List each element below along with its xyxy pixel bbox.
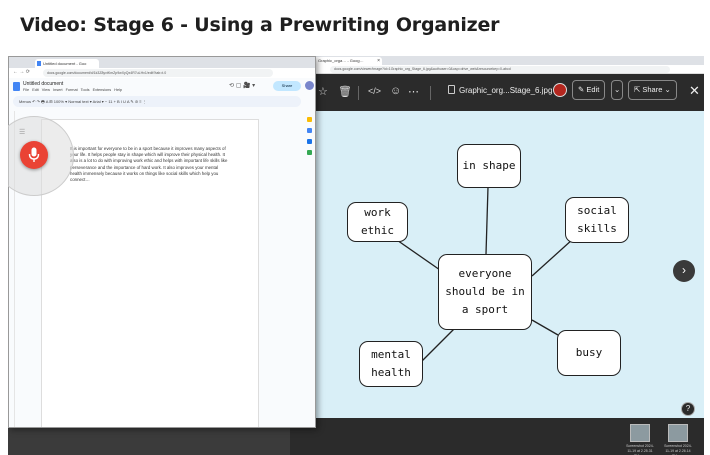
address-bar: ← → ⟳ docs.google.com/viewer/image?id=1G… <box>290 65 704 74</box>
nav-icons[interactable]: ← → ⟳ <box>13 69 30 75</box>
menu-format[interactable]: Format <box>65 88 78 92</box>
doc-title[interactable]: Untitled document <box>23 81 64 87</box>
avatar[interactable] <box>553 83 567 97</box>
tab-image-viewer[interactable]: Graphic_orga… - Goog… × <box>312 57 382 65</box>
share-button[interactable]: Share <box>273 81 301 91</box>
menu-insert[interactable]: Insert <box>53 88 63 92</box>
star-icon[interactable]: ☆ <box>318 86 328 98</box>
docs-favicon-icon <box>37 61 41 66</box>
menu-bar: File Edit View Insert Format Tools Exten… <box>23 88 122 92</box>
url-field[interactable]: docs.google.com/viewer/image?id=1Graphic… <box>330 66 670 73</box>
share-button[interactable]: ⇱ Share ⌄ <box>628 80 677 100</box>
menu-file[interactable]: File <box>23 88 30 92</box>
more-icon[interactable]: ⋯ <box>408 86 419 98</box>
center-node: everyone should be in a sport <box>438 254 532 330</box>
viewer-toolbar: ▭ ☆ 🗑 </> ☺ ⋯ Graphic_org...Stage_6.jpg … <box>290 74 704 111</box>
next-image-button[interactable]: › <box>673 260 695 282</box>
node-in-shape: in shape <box>457 144 521 188</box>
node-busy: busy <box>557 330 621 376</box>
docs-logo-icon[interactable] <box>13 82 20 91</box>
maps-icon[interactable] <box>306 150 312 155</box>
close-icon[interactable]: ✕ <box>689 83 700 98</box>
tab-title: Untitled document - Goo <box>43 61 87 66</box>
tab-close-icon[interactable]: × <box>377 58 380 64</box>
menu-edit[interactable]: Edit <box>32 88 39 92</box>
thumbnail-image <box>630 424 650 442</box>
menu-view[interactable]: View <box>41 88 50 92</box>
keep-icon[interactable] <box>306 117 312 122</box>
node-work-ethic: work ethic <box>347 202 408 242</box>
tab-docs[interactable]: Untitled document - Goo <box>35 59 99 68</box>
thumbnail-image <box>668 424 688 442</box>
thumbnail[interactable]: Screenshot 2024-11-19 at 2.25.31 PM.png <box>624 424 656 455</box>
image-viewer-window: Graphic_orga… - Goog… × ← → ⟳ docs.googl… <box>290 56 704 455</box>
microphone-icon <box>28 147 40 162</box>
document-body-text[interactable]: It is important for everyone to be in a … <box>70 146 228 183</box>
file-name: Graphic_org...Stage_6.jpg <box>448 85 552 95</box>
document-page[interactable]: It is important for everyone to be in a … <box>41 119 259 427</box>
code-icon[interactable]: </> <box>368 86 382 96</box>
video-frame[interactable]: Graphic_orga… - Goog… × ← → ⟳ docs.googl… <box>8 56 704 455</box>
menu-extensions[interactable]: Extensions <box>92 88 112 92</box>
node-mental-health: mental health <box>359 341 423 387</box>
toolbar-divider <box>358 86 359 100</box>
tab-strip: Graphic_orga… - Goog… × <box>290 56 704 89</box>
tab-title: Graphic_orga… - Goog… <box>318 58 364 63</box>
image-file-icon <box>448 85 455 94</box>
menu-tools[interactable]: Tools <box>80 88 90 92</box>
tab-strip: Untitled document - Goo <box>9 57 315 73</box>
chevron-down-icon: ⌄ <box>614 85 621 94</box>
contacts-icon[interactable] <box>306 139 312 144</box>
docs-window: Untitled document - Goo ← → ⟳ docs.googl… <box>8 56 316 428</box>
pencil-icon: ✎ <box>578 85 587 94</box>
help-button[interactable]: ? <box>681 402 695 416</box>
formatting-toolbar[interactable]: Menus ↶ ↷ 🖶 A ⊞ 100% ▾ Normal text ▾ Ari… <box>13 96 301 107</box>
side-panel <box>301 111 315 427</box>
toolbar-divider <box>430 86 431 100</box>
connector-lines <box>393 186 574 363</box>
menu-help[interactable]: Help <box>114 88 123 92</box>
organizer-image: everyone should be in a sport in shape s… <box>290 111 704 418</box>
docs-header: Untitled document File Edit View Insert … <box>9 78 315 111</box>
avatar[interactable] <box>305 81 314 90</box>
header-tools[interactable]: ⟲ ▢ 🎥 ▾ <box>229 83 256 89</box>
edit-dropdown-button[interactable]: ⌄ <box>611 80 624 100</box>
bottom-bar: Screenshot 2024-11-19 at 2.25.31 PM.png … <box>290 418 704 455</box>
thumbnail[interactable]: Screenshot 2024-11-19 at 2.26.14 PM.png <box>662 424 694 455</box>
voice-typing-button[interactable] <box>20 141 48 169</box>
emoji-icon[interactable]: ☺ <box>390 85 402 97</box>
trash-icon[interactable]: 🗑 <box>338 86 352 98</box>
address-bar: ← → ⟳ docs.google.com/document/d/1k3Z8yv… <box>9 68 315 78</box>
vertical-ruler <box>9 111 15 427</box>
edit-button[interactable]: ✎ Edit <box>572 80 606 100</box>
tasks-icon[interactable] <box>306 128 312 133</box>
share-icon: ⇱ <box>634 85 643 94</box>
node-social-skills: social skills <box>565 197 629 243</box>
url-field[interactable]: docs.google.com/document/d/1k3Z8yvtKmZp9… <box>43 69 273 77</box>
page-title: Video: Stage 6 - Using a Prewriting Orga… <box>20 14 500 36</box>
chevron-right-icon: › <box>682 263 686 277</box>
